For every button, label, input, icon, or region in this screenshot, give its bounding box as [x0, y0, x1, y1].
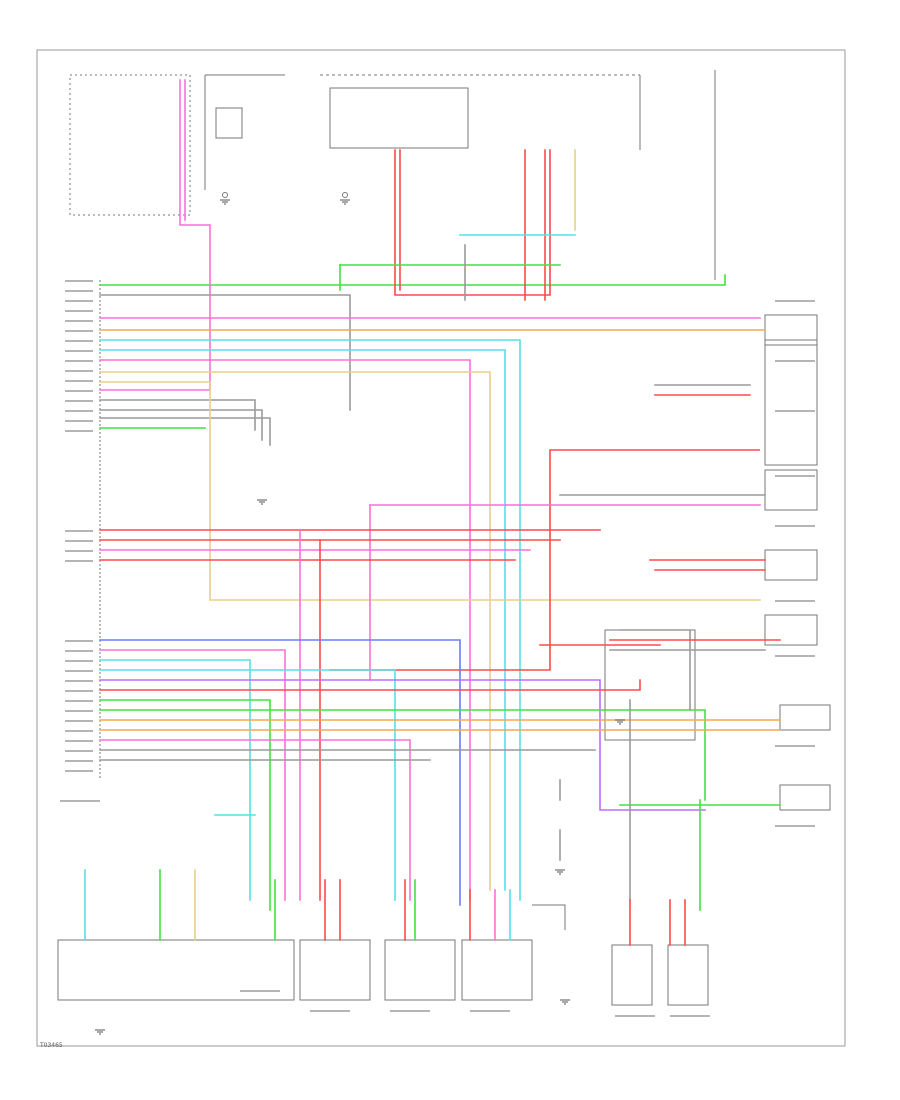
illegible-label-13	[65, 410, 93, 412]
illegible-label-6	[65, 340, 93, 342]
illegible-label-24	[65, 680, 93, 682]
wire-10	[99, 417, 271, 446]
illegible-label-33	[65, 770, 93, 772]
illegible-label-43	[240, 990, 280, 992]
illegible-label-38	[775, 525, 815, 527]
illegible-label-17	[65, 540, 93, 542]
illegible-label-15	[65, 430, 93, 432]
illegible-label-39	[775, 600, 815, 602]
ground-symbol-icon	[560, 999, 570, 1005]
wire-43	[99, 679, 641, 691]
ground-symbol-icon	[555, 869, 565, 875]
wire-41	[99, 669, 396, 901]
ground-symbol-icon	[615, 719, 625, 725]
ground-symbol-icon	[340, 199, 350, 205]
illegible-label-1	[65, 290, 93, 292]
wire-17	[99, 371, 491, 891]
illegible-label-9	[65, 370, 93, 372]
illegible-label-36	[775, 410, 815, 412]
illegible-label-34	[775, 300, 815, 302]
illegible-label-18	[65, 550, 93, 552]
illegible-label-29	[65, 730, 93, 732]
wire-38	[99, 639, 461, 906]
illegible-label-19	[65, 560, 93, 562]
relay-box-left	[215, 107, 243, 139]
illegible-label-44	[310, 1010, 350, 1012]
illegible-label-26	[65, 700, 93, 702]
illegible-label-20	[65, 640, 93, 642]
illegible-label-25	[65, 690, 93, 692]
switch-box-1	[57, 939, 295, 1001]
wire-6	[99, 79, 211, 391]
wire-39	[99, 649, 286, 901]
wire-44	[99, 699, 271, 911]
wire-14	[99, 339, 521, 901]
wire-15	[99, 349, 506, 891]
wire-26	[329, 449, 760, 671]
illegible-label-11	[65, 390, 93, 392]
illegible-label-48	[670, 1015, 710, 1017]
label-layer	[60, 280, 815, 1017]
illegible-label-35	[775, 360, 815, 362]
illegible-label-22	[65, 660, 93, 662]
illegible-label-8	[65, 360, 93, 362]
illegible-label-41	[775, 745, 815, 747]
illegible-label-23	[65, 670, 93, 672]
illegible-label-49	[60, 800, 100, 802]
illegible-label-32	[65, 760, 93, 762]
ground-layer	[95, 199, 625, 1035]
illegible-label-14	[65, 420, 93, 422]
bottom-components	[57, 904, 709, 1006]
diagram-frame	[36, 49, 846, 1047]
illegible-label-7	[65, 350, 93, 352]
illegible-label-47	[615, 1015, 655, 1017]
illegible-label-10	[65, 380, 93, 382]
wire-9	[99, 409, 263, 441]
illegible-label-42	[775, 825, 815, 827]
illegible-label-21	[65, 650, 93, 652]
illegible-label-16	[65, 530, 93, 532]
wire-0	[99, 274, 726, 286]
wire-11	[99, 294, 351, 411]
ground-symbol-icon	[95, 1029, 105, 1035]
illegible-label-37	[775, 475, 815, 477]
wire-18	[99, 381, 761, 601]
illegible-label-31	[65, 750, 93, 752]
illegible-label-27	[65, 710, 93, 712]
illegible-label-4	[65, 320, 93, 322]
sensor-box-3	[461, 939, 533, 1001]
ground-symbol-icon	[220, 199, 230, 205]
wire-layer	[84, 79, 781, 946]
illegible-label-5	[65, 330, 93, 332]
wire-51	[619, 629, 691, 711]
illegible-label-0	[65, 280, 93, 282]
sensor-box-2	[384, 939, 456, 1001]
wire-48	[99, 739, 411, 901]
wire-40	[99, 659, 251, 901]
wire-42	[99, 679, 706, 811]
right-components	[604, 314, 831, 811]
wire-1	[394, 149, 551, 296]
illegible-label-30	[65, 740, 93, 742]
ground-symbol-icon	[257, 499, 267, 505]
sensor-box-4	[611, 944, 653, 1006]
illegible-label-46	[470, 1010, 510, 1012]
illegible-label-40	[775, 655, 815, 657]
sensor-box-5	[667, 944, 709, 1006]
wire-45	[99, 709, 706, 801]
illegible-label-12	[65, 400, 93, 402]
sensor-box-1	[299, 939, 371, 1001]
illegible-label-2	[65, 300, 93, 302]
illegible-label-28	[65, 720, 93, 722]
top-components	[69, 70, 716, 280]
relay-box-center	[329, 87, 469, 149]
wire-8	[99, 399, 256, 431]
illegible-label-3	[65, 310, 93, 312]
footer-code: T03465	[39, 1042, 63, 1049]
illegible-label-45	[390, 1010, 430, 1012]
